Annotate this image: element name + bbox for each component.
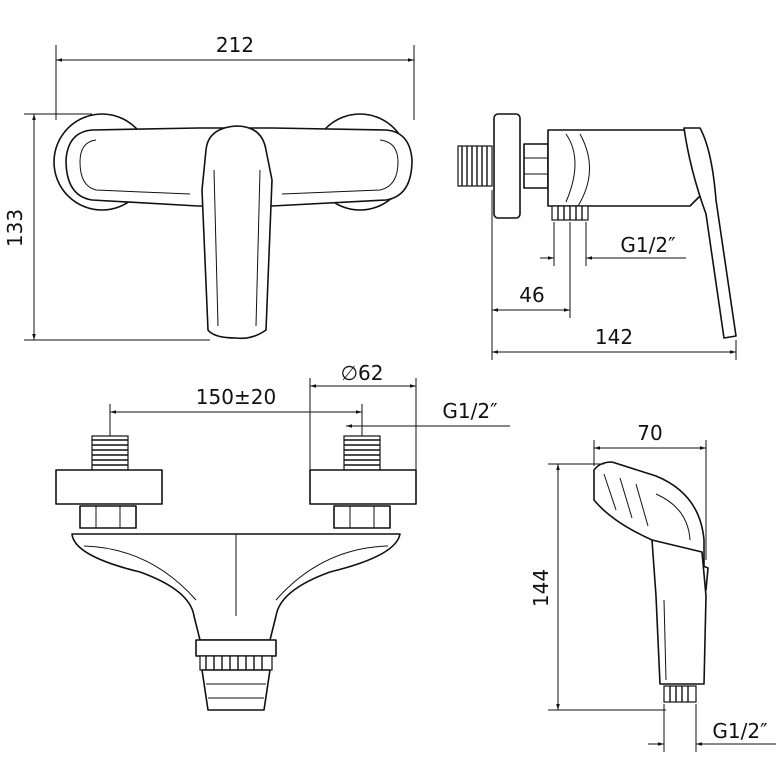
front-height-label: 133 (3, 209, 27, 247)
handshower-height-label: 144 (529, 569, 553, 607)
side-offset-label: 46 (519, 283, 544, 307)
side-view: G1/2″ 46 142 (457, 113, 737, 360)
handshower-outlet-label: G1/2″ (712, 719, 767, 743)
front-width-label: 212 (216, 33, 254, 57)
center-distance-label: 150±20 (196, 385, 276, 409)
bottom-view: 150±20 ∅62 G1/2″ (55, 361, 510, 711)
bottom-inlet-label: G1/2″ (442, 399, 497, 423)
flange-diameter-label: ∅62 (341, 361, 384, 385)
bottom-left-thread (92, 439, 128, 466)
side-inlet-label: G1/2″ (620, 233, 675, 257)
front-view: 212 133 (3, 33, 415, 341)
hand-shower-view: 70 144 G1/2″ (529, 421, 776, 752)
handshower-width-label: 70 (637, 421, 662, 445)
side-depth-label: 142 (595, 325, 633, 349)
side-inlet-thread (461, 146, 488, 186)
bottom-right-thread (344, 439, 380, 466)
